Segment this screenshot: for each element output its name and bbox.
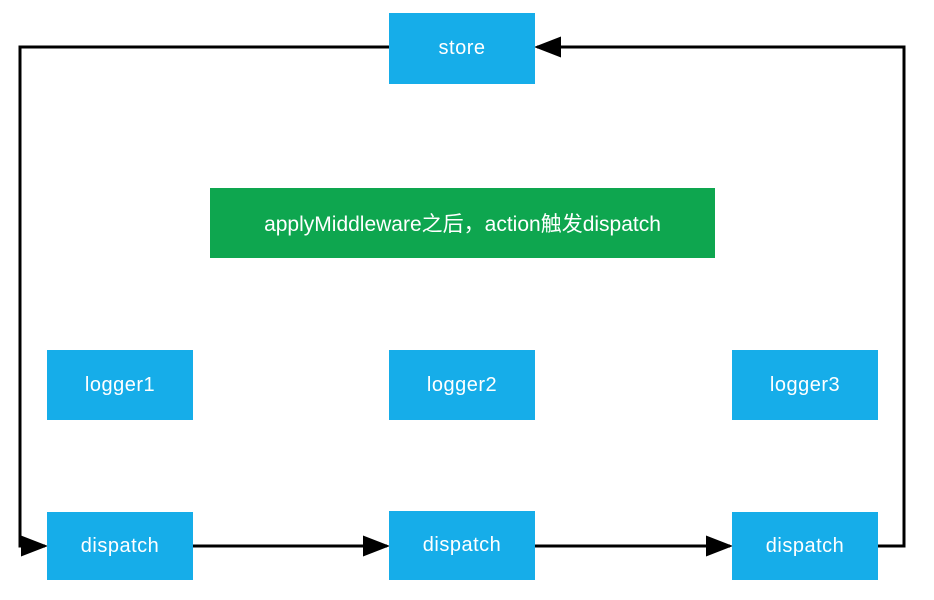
store-node: store [389, 13, 535, 84]
edge-store-to-dispatch1 [18, 45, 389, 548]
dispatch3-node: dispatch [732, 512, 878, 580]
logger2-node: logger2 [389, 350, 535, 420]
dispatch1-node: dispatch [47, 512, 193, 580]
diagram-title-banner: applyMiddleware之后，action触发dispatch [210, 188, 715, 258]
logger3-node: logger3 [732, 350, 878, 420]
edge-dispatch3-to-store [560, 45, 906, 548]
dispatch2-node: dispatch [389, 511, 535, 580]
logger1-node: logger1 [47, 350, 193, 420]
